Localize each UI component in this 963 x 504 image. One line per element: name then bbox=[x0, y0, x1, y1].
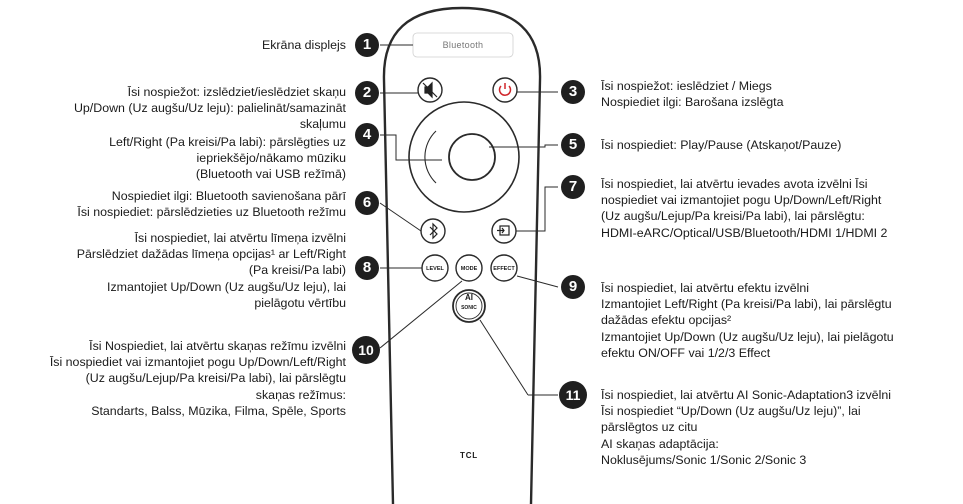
callout-badge-8: 8 bbox=[355, 256, 379, 280]
ai-sonic-button bbox=[452, 289, 486, 323]
power-icon bbox=[498, 83, 512, 97]
leader-6 bbox=[379, 202, 422, 232]
level-button-label[interactable]: LEVEL bbox=[426, 266, 444, 272]
nav-left-arc bbox=[424, 130, 437, 184]
bluetooth-icon bbox=[429, 222, 438, 240]
callout-4-text: Left/Right (Pa kreisi/Pa labi): pārslēgt… bbox=[109, 135, 346, 182]
callout-6-text: Nospiediet ilgi: Bluetooth savienošana p… bbox=[77, 189, 346, 220]
callout-badge-6: 6 bbox=[355, 191, 379, 215]
leader-7 bbox=[516, 186, 558, 232]
ai-sonic-inner-ring bbox=[455, 292, 483, 320]
callout-1-text: Ekrāna displejs bbox=[261, 38, 346, 52]
callout-badge-9: 9 bbox=[561, 275, 585, 299]
ai-sonic-label-bottom[interactable]: SONIC bbox=[461, 305, 477, 311]
leader-10 bbox=[379, 280, 463, 349]
leader-4 bbox=[380, 134, 442, 161]
play-pause-button bbox=[448, 133, 496, 181]
display-text: Bluetooth bbox=[442, 40, 484, 50]
ai-sonic-label-top[interactable]: AI bbox=[465, 293, 473, 302]
mute-icon bbox=[422, 81, 438, 99]
callout-11-text: Īsi nospiediet, lai atvērtu AI Sonic-Ada… bbox=[601, 388, 891, 467]
remote-body bbox=[382, 6, 542, 504]
callout-badge-2: 2 bbox=[355, 81, 379, 105]
callout-9-text: Īsi nospiediet, lai atvērtu efektu izvēl… bbox=[601, 281, 894, 360]
callout-7-text: Īsi nospiediet, lai atvērtu ievades avot… bbox=[601, 177, 888, 240]
callout-8-text: Īsi nospiediet, lai atvērtu līmeņa izvēl… bbox=[76, 231, 346, 310]
callout-badge-10: 10 bbox=[352, 336, 380, 364]
mode-button-label[interactable]: MODE bbox=[460, 266, 478, 272]
callout-badge-5: 5 bbox=[561, 133, 585, 157]
callout-badge-11: 11 bbox=[559, 381, 587, 409]
callout-3-text: Īsi nospiežot: ieslēdziet / Miegs Nospie… bbox=[601, 79, 784, 110]
callout-badge-3: 3 bbox=[561, 80, 585, 104]
leader-5 bbox=[489, 144, 558, 148]
callout-badge-7: 7 bbox=[561, 175, 585, 199]
callout-badge-4: 4 bbox=[355, 123, 379, 147]
leader-11 bbox=[479, 319, 529, 396]
leader-lines bbox=[379, 44, 559, 396]
input-source-icon bbox=[497, 225, 510, 236]
power-button bbox=[492, 77, 518, 103]
leader-9 bbox=[516, 275, 559, 288]
brand-logo: TCL bbox=[460, 451, 478, 460]
effect-button bbox=[490, 254, 518, 282]
mode-button bbox=[455, 254, 483, 282]
effect-button-label[interactable]: EFFECT bbox=[493, 266, 515, 272]
callout-badge-1: 1 bbox=[355, 33, 379, 57]
callout-10-text: Īsi Nospiediet, lai atvērtu skaņas režīm… bbox=[49, 339, 346, 418]
callout-5-text: Īsi nospiediet: Play/Pause (Atskaņot/Pau… bbox=[601, 138, 842, 152]
callout-2-text: Īsi nospiežot: izslēdziet/ieslēdziet ska… bbox=[73, 85, 346, 132]
